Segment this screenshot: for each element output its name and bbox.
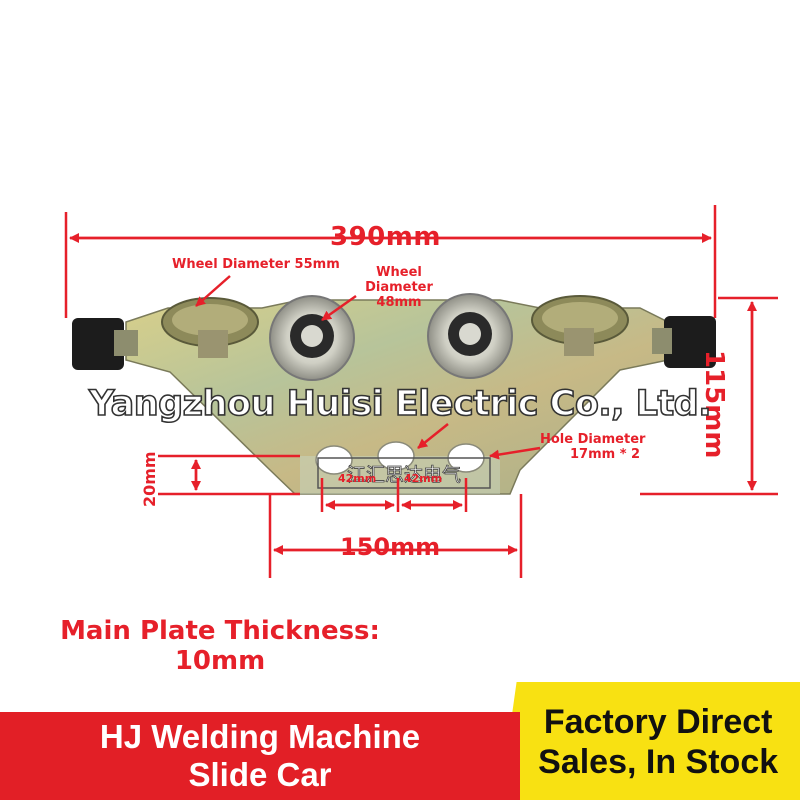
wheel-48-left — [269, 295, 355, 381]
wheel-55-left — [161, 297, 259, 358]
roller-left — [72, 318, 138, 370]
product-name-line1: HJ Welding Machine — [99, 718, 421, 755]
factory-direct-line1: Factory Direct — [543, 703, 773, 741]
hole-gap-right-label: 42mm — [404, 472, 443, 485]
hole-gap-left-label: 42mm — [338, 472, 377, 485]
wheel-48-label: Wheel Diameter 48mm — [355, 265, 443, 310]
depth-dimension-label: 20mm — [140, 451, 159, 507]
wheel-48-label-line2: Diameter — [365, 280, 433, 295]
plate-thickness-note: Main Plate Thickness: 10mm — [30, 616, 410, 676]
hole-diameter-label-line2: 17mm * 2 — [570, 447, 641, 462]
plate-thickness-line1: Main Plate Thickness: — [60, 616, 380, 646]
product-name-line2: Slide Car — [188, 756, 332, 793]
roller-right — [652, 316, 716, 368]
stamp-text: 江汇思达电气 — [347, 464, 461, 486]
wheel-55-label: Wheel Diameter 55mm — [172, 257, 340, 272]
hole-diameter-label: Hole Diameter 17mm * 2 — [540, 432, 645, 462]
stamp-box: 江汇思达电气 — [317, 457, 491, 489]
hole-diameter-label-line1: Hole Diameter — [540, 432, 646, 447]
dimension-lines — [64, 205, 778, 578]
spacing-dimension-label: 150mm — [340, 533, 441, 561]
width-dimension-label: 390mm — [330, 222, 441, 252]
plate-thickness-line2: 10mm — [174, 646, 266, 676]
product-name-banner: HJ Welding Machine Slide Car — [0, 712, 520, 800]
factory-direct-line2: Sales, In Stock — [538, 743, 779, 781]
wheel-48-label-line1: Wheel — [376, 265, 422, 280]
factory-direct-banner: Factory Direct Sales, In Stock — [500, 682, 800, 800]
wheel-48-label-line3: 48mm — [376, 295, 422, 310]
company-watermark: Yangzhou Huisi Electric Co., Ltd. — [88, 383, 712, 425]
wheel-48-right — [427, 293, 513, 379]
wheel-55-right — [531, 295, 629, 356]
